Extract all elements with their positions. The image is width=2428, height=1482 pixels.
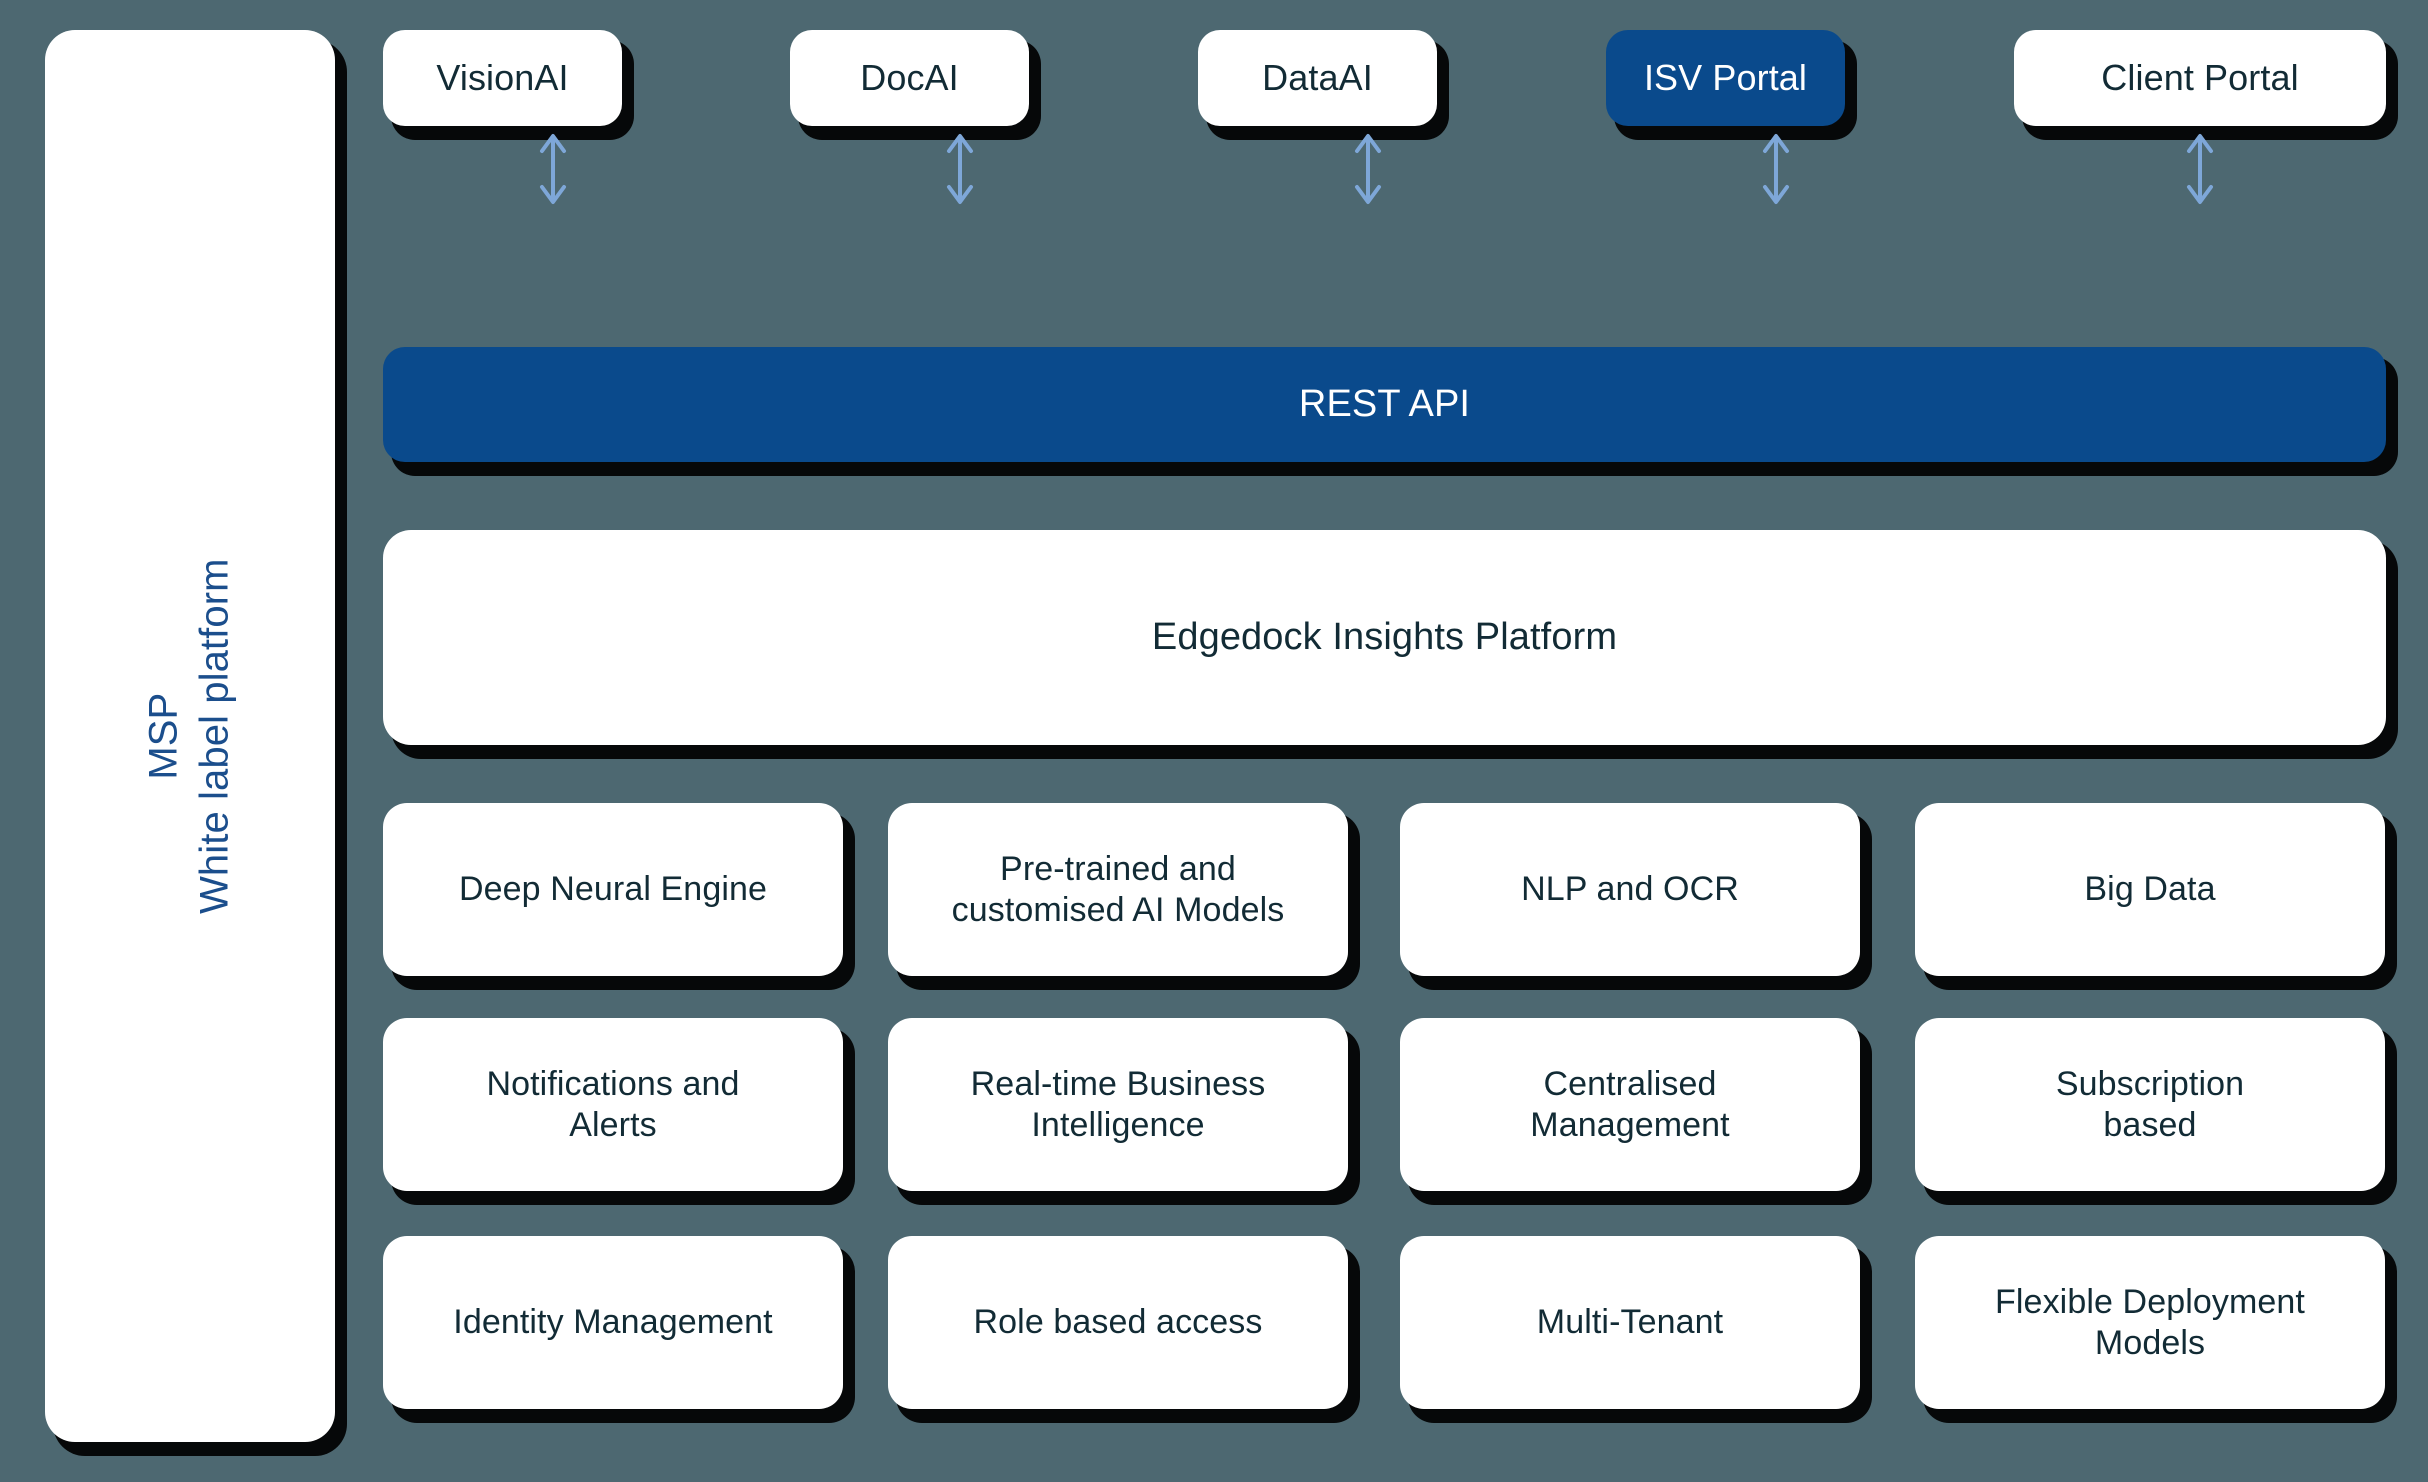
arrow-up-down-icon-client-portal [2187,134,2213,204]
capability-card-role-based-access[interactable]: Role based access [888,1236,1348,1409]
arrow-up-down-icon-isv-portal [1763,134,1789,204]
capability-label: NLP and OCR [1521,870,1739,909]
capability-label: Big Data [2084,870,2216,909]
top-card-label: Client Portal [2101,56,2299,98]
top-card-dataai[interactable]: DataAI [1198,30,1437,126]
capability-card-deep-neural-engine[interactable]: Deep Neural Engine [383,803,843,976]
capability-card-multi-tenant[interactable]: Multi-Tenant [1400,1236,1860,1409]
msp-label-line2: White label platform [193,558,238,914]
top-card-client-portal[interactable]: Client Portal [2014,30,2386,126]
capability-label: Role based access [973,1303,1263,1342]
platform-label: Edgedock Insights Platform [1151,616,1618,659]
capability-label: Multi-Tenant [1536,1303,1724,1342]
capability-card-identity-management[interactable]: Identity Management [383,1236,843,1409]
arrow-up-down-icon-dataai [1355,134,1381,204]
msp-panel-label: MSP White label platform [139,558,241,913]
msp-white-label-panel[interactable]: MSP White label platform [45,30,335,1442]
top-card-label: DataAI [1262,56,1373,98]
capability-label: Identity Management [453,1303,773,1342]
arrow-up-down-icon-docai [947,134,973,204]
edgedock-insights-platform-layer[interactable]: Edgedock Insights Platform [383,530,2386,745]
msp-label-line1: MSP [141,692,186,780]
top-card-label: DocAI [860,56,959,98]
capability-label: Deep Neural Engine [459,870,767,909]
top-card-label: VisionAI [436,56,569,98]
capability-card-nlp-and-ocr[interactable]: NLP and OCR [1400,803,1860,976]
top-card-docai[interactable]: DocAI [790,30,1029,126]
top-card-label: ISV Portal [1643,56,1808,98]
top-card-isv-portal[interactable]: ISV Portal [1606,30,1845,126]
arrow-up-down-icon-visionai [540,134,566,204]
rest-api-layer[interactable]: REST API [383,347,2386,462]
top-card-visionai[interactable]: VisionAI [383,30,622,126]
capability-card-big-data[interactable]: Big Data [1915,803,2385,976]
rest-api-label: REST API [1298,383,1471,426]
